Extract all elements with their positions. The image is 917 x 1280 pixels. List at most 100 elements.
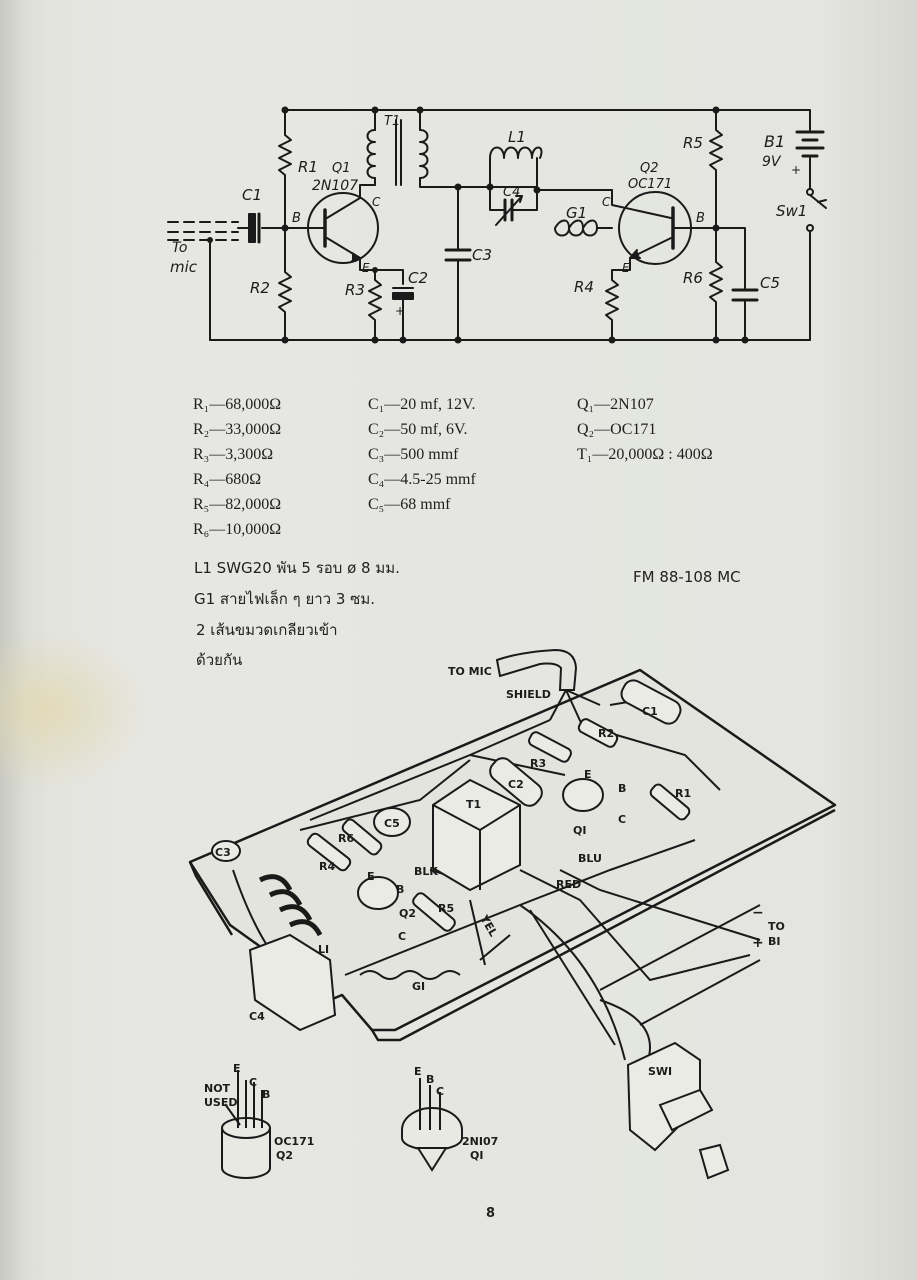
capacitor-c3: C₃—500 mmf bbox=[368, 446, 459, 463]
schematic-label-q1: Q1 bbox=[332, 161, 351, 176]
note-l1: L1 SWG20 พัน 5 รอบ ø 8 มม. bbox=[194, 559, 400, 577]
circuit-schematic: R1 Q1 2N107 C1 B C E T1 R2 R3 C2 + C3 L1… bbox=[167, 106, 827, 344]
pictorial-label-c1: C1 bbox=[642, 705, 658, 718]
pictorial-label-minus: − bbox=[752, 905, 764, 921]
pictorial-label-l1: LI bbox=[318, 943, 329, 956]
capacitor-c5: C₅—68 mmf bbox=[368, 496, 451, 513]
pinout-oc171-ref: Q2 bbox=[276, 1149, 293, 1162]
pictorial-label-r3: R3 bbox=[530, 757, 546, 770]
pinout-oc171-not: NOT bbox=[204, 1082, 231, 1095]
note-g1: G1 สายไฟเล็ก ๆ ยาว 3 ซม. bbox=[194, 590, 376, 608]
pictorial-label-t1: T1 bbox=[466, 798, 481, 811]
pictorial-label-q2: Q2 bbox=[399, 907, 416, 920]
resistor-r6: R₆—10,000Ω bbox=[193, 521, 282, 538]
schematic-label-r1: R1 bbox=[298, 158, 318, 176]
schematic-label-c2-plus: + bbox=[395, 304, 405, 318]
schematic-label-t1: T1 bbox=[384, 114, 400, 129]
pictorial-label-to-mic: TO MIC bbox=[448, 665, 492, 678]
pictorial-label-g1: GI bbox=[412, 980, 425, 993]
pictorial-label-q2-b: B bbox=[396, 883, 404, 896]
resistor-list: R₁—68,000Ω R₂—33,000Ω R₃—3,300Ω R₄—680Ω … bbox=[193, 392, 281, 542]
pictorial-label-c2: C2 bbox=[508, 778, 524, 791]
pictorial-label-c5: C5 bbox=[384, 817, 400, 830]
pictorial-label-r4: R4 bbox=[319, 860, 335, 873]
pictorial-label-q1-e: E bbox=[584, 768, 592, 781]
pinout-oc171-c: C bbox=[249, 1076, 257, 1089]
paper-stain bbox=[0, 630, 150, 790]
pictorial-label-q1-c: C bbox=[618, 813, 626, 826]
schematic-label-q1-base: B bbox=[292, 211, 301, 226]
schematic-label-q2: Q2 bbox=[640, 161, 659, 176]
capacitor-c1: C₁—20 mf, 12V. bbox=[368, 396, 476, 413]
capacitor-c2: C₂—50 mf, 6V. bbox=[368, 421, 468, 438]
resistor-r3: R₃—3,300Ω bbox=[193, 446, 274, 463]
note-g1-line3: ด้วยกัน bbox=[196, 651, 243, 669]
pictorial-label-blk: BLK bbox=[414, 865, 438, 878]
pictorial-label-q2-e: E bbox=[367, 870, 375, 883]
pinout-2n107-name: 2NI07 bbox=[462, 1135, 498, 1148]
schematic-label-q2-emitter: E bbox=[622, 261, 630, 275]
pictorial-label-r1: R1 bbox=[675, 787, 691, 800]
schematic-label-q1-type: 2N107 bbox=[312, 178, 358, 194]
schematic-label-b1-volt: 9V bbox=[762, 154, 782, 170]
pinout-oc171-e: E bbox=[233, 1062, 241, 1075]
pictorial-label-c3: C3 bbox=[215, 846, 231, 859]
pictorial-label-r6: R6 bbox=[338, 832, 354, 845]
pictorial-label-sw1: SWI bbox=[648, 1065, 672, 1078]
pinout-oc171-b: B bbox=[262, 1088, 270, 1101]
schematic-label-q2-collector: C bbox=[602, 195, 611, 209]
capacitor-list: C₁—20 mf, 12V. C₂—50 mf, 6V. C₃—500 mmf … bbox=[368, 392, 476, 517]
semi-q2: Q₂—OC171 bbox=[577, 421, 657, 438]
semiconductor-list: Q₁—2N107 Q₂—OC171 T₁—20,000Ω : 400Ω bbox=[577, 392, 713, 467]
schematic-label-b1: B1 bbox=[764, 132, 785, 151]
pictorial-label-to: TO bbox=[768, 920, 785, 933]
pictorial-label-r5: R5 bbox=[438, 902, 454, 915]
pictorial-label-bi: BI bbox=[768, 935, 780, 948]
resistor-r2: R₂—33,000Ω bbox=[193, 421, 282, 438]
page-number: 8 bbox=[486, 1206, 496, 1221]
schematic-label-c2: C2 bbox=[408, 269, 428, 287]
schematic-label-q2-type: OC171 bbox=[628, 177, 672, 192]
capacitor-c4: C₄—4.5-25 mmf bbox=[368, 471, 476, 488]
pictorial-label-c4: C4 bbox=[249, 1010, 265, 1023]
schematic-label-to: To bbox=[172, 240, 187, 256]
schematic-label-r6: R6 bbox=[683, 269, 703, 287]
schematic-label-q1-emitter: E bbox=[362, 261, 370, 275]
resistor-r4: R₄—680Ω bbox=[193, 471, 262, 488]
resistor-r1: R₁—68,000Ω bbox=[193, 396, 282, 413]
pinout-2n107-b: B bbox=[426, 1073, 434, 1086]
parts-list: R₁—68,000Ω R₂—33,000Ω R₃—3,300Ω R₄—680Ω … bbox=[193, 392, 741, 669]
pictorial-label-blu: BLU bbox=[578, 852, 602, 865]
pinout-2n107-e: E bbox=[414, 1065, 422, 1078]
pinout-oc171-name: OC171 bbox=[274, 1135, 314, 1148]
schematic-label-c5: C5 bbox=[760, 274, 780, 292]
schematic-label-l1: L1 bbox=[508, 128, 526, 146]
schematic-label-q2-base: B bbox=[696, 211, 705, 226]
pictorial-label-plus: + bbox=[752, 935, 764, 951]
note-frequency: FM 88-108 MC bbox=[633, 568, 741, 586]
transistor-pinouts: NOT USED E C B OC171 Q2 E B C 2NI07 QI bbox=[204, 1062, 498, 1179]
pictorial-label-q1-b: B bbox=[618, 782, 626, 795]
pictorial-label-q1: QI bbox=[573, 824, 586, 837]
schematic-label-r5: R5 bbox=[683, 134, 703, 152]
pinout-2n107-ref: QI bbox=[470, 1149, 483, 1162]
schematic-label-c4: C4 bbox=[503, 185, 520, 200]
schematic-label-r2: R2 bbox=[250, 279, 270, 297]
resistor-r5: R₅—82,000Ω bbox=[193, 496, 282, 513]
schematic-label-c3: C3 bbox=[472, 246, 492, 264]
schematic-label-r3: R3 bbox=[345, 281, 365, 299]
pinout-2n107-c: C bbox=[436, 1085, 444, 1098]
schematic-label-mic: mic bbox=[170, 258, 198, 276]
schematic-label-q1-collector: C bbox=[372, 195, 381, 209]
pinout-oc171-used: USED bbox=[204, 1096, 238, 1109]
semi-t1: T₁—20,000Ω : 400Ω bbox=[577, 446, 713, 463]
pictorial-label-q2-c: C bbox=[398, 930, 406, 943]
pictorial-label-r2: R2 bbox=[598, 727, 614, 740]
schematic-label-g1: G1 bbox=[566, 204, 587, 222]
schematic-label-battery-plus: + bbox=[791, 163, 801, 177]
semi-q1: Q₁—2N107 bbox=[577, 396, 654, 413]
schematic-label-c1: C1 bbox=[242, 186, 262, 204]
schematic-label-r4: R4 bbox=[574, 278, 594, 296]
pictorial-wiring-diagram: TO MIC SHIELD C1 R2 R3 C2 E B C QI R1 T1… bbox=[188, 648, 837, 1180]
